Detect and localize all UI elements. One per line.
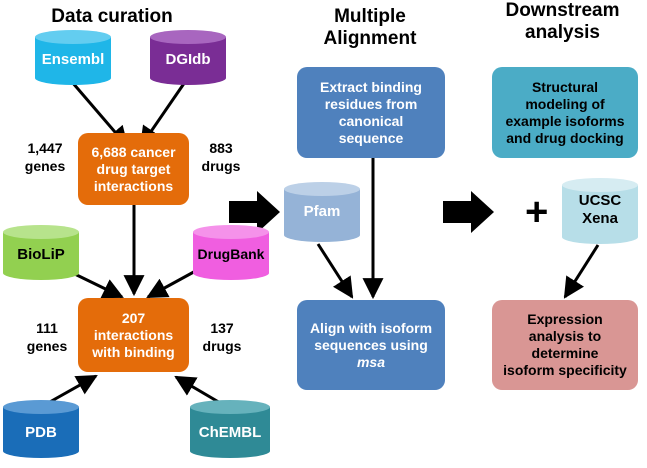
genes-111-unit: genes [26, 338, 68, 354]
header-data-curation-text: Data curation [51, 6, 173, 27]
arrow-chembl-to-binding [174, 375, 223, 406]
expression-line-3: determine [531, 345, 599, 361]
expression-line-4: isoform specificity [503, 362, 627, 378]
arrow-ucsc-to-expression [563, 244, 600, 299]
pfam-database-icon: Pfam [284, 182, 360, 242]
genes-count-1447: 1,447 genes [20, 139, 70, 175]
genes-1447-value: 1,447 [27, 140, 63, 156]
drugs-count-137: 137 drugs [197, 319, 247, 355]
interactions-line-1: 6,688 cancer [91, 143, 176, 160]
align-line-2: sequences using [314, 336, 428, 353]
binding-line-1: 207 [121, 309, 146, 326]
pfam-label: Pfam [303, 203, 341, 220]
drugs-883-value: 883 [209, 140, 233, 156]
ensembl-database-icon: Ensembl [35, 30, 111, 85]
genes-111-value: 111 [36, 320, 58, 336]
chembl-database-icon: ChEMBL [190, 400, 270, 458]
align-isoform-sequences-box: Align with isoform sequences using msa [297, 300, 445, 390]
interactions-line-2: drug target [96, 160, 171, 177]
xena-label: Xena [582, 210, 618, 227]
genes-count-111: 111 genes [22, 319, 72, 355]
structural-line-2: modeling of [525, 95, 605, 112]
structural-line-3: example isoforms [505, 112, 625, 129]
interactions-line-3: interactions [93, 177, 174, 194]
arrow-pdb-to-binding [47, 374, 98, 405]
extract-line-3: canonical [338, 112, 404, 129]
interactions-with-binding-box: 207 interactions with binding [78, 298, 189, 372]
extract-line-4: sequence [338, 129, 404, 146]
header-multiple-alignment: Multiple Alignment [300, 6, 440, 50]
binding-line-2: interactions [93, 326, 174, 343]
expression-line-1: Expression [527, 311, 603, 327]
arrow-pfam-to-align [316, 243, 354, 299]
extract-line-2: residues from [324, 95, 418, 112]
binding-line-3: with binding [92, 343, 175, 360]
header-downstream-text: Downstream [505, 0, 620, 21]
pdb-database-icon: PDB [3, 400, 79, 458]
expression-analysis-box: Expression analysis to determine isoform… [492, 300, 638, 390]
header-analysis-text: analysis [525, 22, 600, 43]
drug-target-interactions-box: 6,688 cancer drug target interactions [78, 133, 189, 205]
dgidb-label: DGIdb [165, 51, 211, 68]
structural-line-1: Structural [531, 78, 599, 95]
drugs-137-value: 137 [210, 320, 234, 336]
header-downstream-analysis: Downstream analysis [490, 0, 635, 44]
genes-1447-unit: genes [24, 158, 66, 174]
expression-line-2: analysis to [528, 328, 602, 344]
biolip-label: BioLiP [17, 246, 65, 263]
align-line-1: Align with isoform [309, 319, 433, 336]
structural-modeling-box: Structural modeling of example isoforms … [492, 67, 638, 158]
drugbank-label: DrugBank [197, 246, 265, 262]
drugs-count-883: 883 drugs [196, 139, 246, 175]
chembl-label: ChEMBL [198, 424, 262, 441]
dgidb-database-icon: DGIdb [150, 30, 226, 85]
big-arrow-alignment-to-downstream-icon [443, 191, 494, 233]
extract-line-1: Extract binding [320, 78, 422, 95]
plus-icon: + [525, 190, 549, 234]
header-data-curation: Data curation [22, 6, 202, 28]
ucsc-label: UCSC [578, 192, 622, 209]
structural-line-4: and drug docking [506, 129, 624, 146]
drugs-137-unit: drugs [202, 338, 242, 354]
header-multiple-text: Multiple [334, 6, 406, 27]
pdb-label: PDB [25, 424, 57, 441]
drugs-883-unit: drugs [201, 158, 241, 174]
extract-binding-residues-box: Extract binding residues from canonical … [297, 67, 445, 158]
header-alignment-text: Alignment [323, 28, 417, 49]
biolip-database-icon: BioLiP [3, 225, 79, 280]
ucsc-xena-database-icon: UCSC Xena [562, 178, 638, 244]
ucsc-xena-label: UCSC Xena [562, 192, 638, 228]
align-line-3: msa [356, 353, 385, 370]
big-arrow-curation-to-alignment-icon [229, 191, 280, 233]
ensembl-label: Ensembl [41, 51, 105, 68]
drugbank-database-icon: DrugBank [193, 225, 269, 280]
